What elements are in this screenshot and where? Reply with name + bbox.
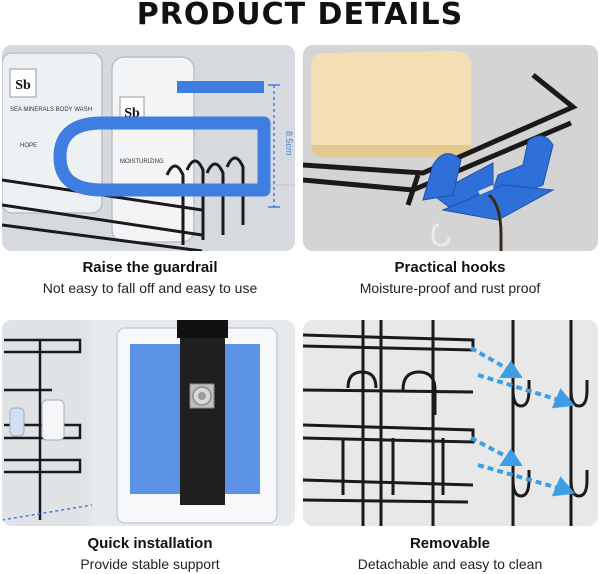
- caption-title-installation: Quick installation: [87, 535, 213, 552]
- installation-illustration: [2, 320, 295, 526]
- bottle-label-left: SEA MINERALS BODY WASH: [10, 107, 92, 113]
- bottle-label-right: MOISTURIZING: [120, 159, 164, 165]
- image-quick-installation: [2, 320, 295, 526]
- caption-title-guardrail: Raise the guardrail: [82, 259, 218, 276]
- caption-title-removable: Removable: [409, 535, 491, 552]
- bottle-hope-left: HOPE: [20, 143, 37, 149]
- removable-illustration: [303, 320, 598, 526]
- caption-subtitle-installation: Provide stable support: [80, 556, 220, 572]
- image-removable: [303, 320, 598, 526]
- bottle-brand-left: Sb: [15, 78, 31, 93]
- measurement-label: 8.5cm: [284, 131, 294, 156]
- caption-title-hooks: Practical hooks: [394, 259, 506, 276]
- guardrail-illustration: Sb SEA MINERALS BODY WASH HOPE Sb MOISTU…: [2, 45, 295, 251]
- image-raise-guardrail: Sb SEA MINERALS BODY WASH HOPE Sb MOISTU…: [2, 45, 295, 251]
- caption-subtitle-hooks: Moisture-proof and rust proof: [359, 280, 541, 296]
- image-practical-hooks: [303, 45, 598, 251]
- caption-subtitle-removable: Detachable and easy to clean: [357, 556, 543, 572]
- hooks-illustration: [303, 45, 598, 251]
- page-title: PRODUCT DETAILS: [136, 0, 464, 32]
- caption-subtitle-guardrail: Not easy to fall off and easy to use: [42, 280, 258, 296]
